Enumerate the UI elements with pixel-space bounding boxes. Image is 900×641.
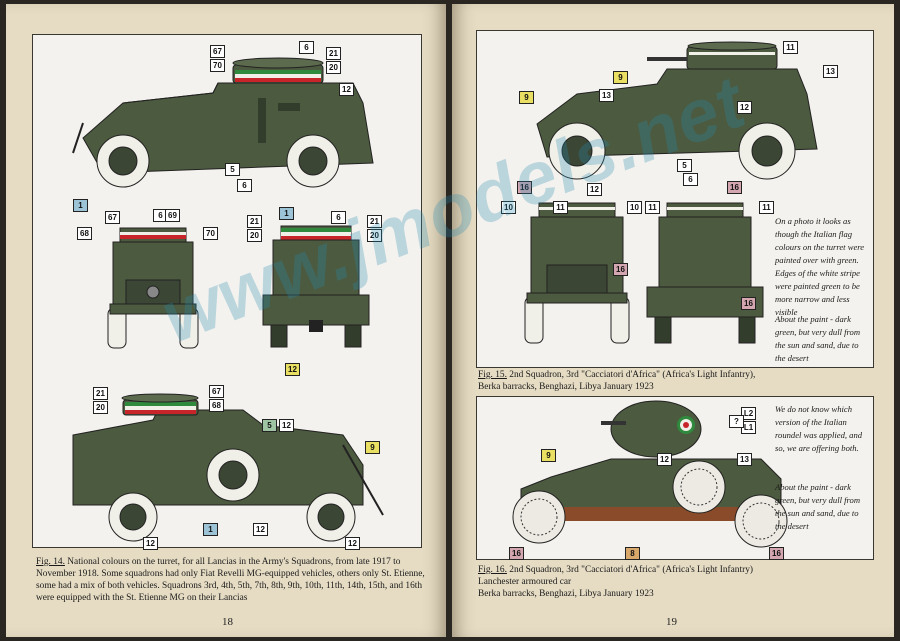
callout-20-rear-b: 20 <box>367 229 382 242</box>
fig15-frame: 11 9 9 13 13 12 5 6 16 16 10 11 12 10 11… <box>476 30 874 368</box>
callout-69: 69 <box>165 209 180 222</box>
fig16-caption: Fig. 16. 2nd Squadron, 3rd "Cacciatori d… <box>478 564 878 600</box>
callout-20-rear: 20 <box>247 229 262 242</box>
fig14-caption-text: National colours on the turret, for all … <box>36 557 425 603</box>
callout-11-rear-b: 11 <box>759 201 774 214</box>
callout-12-bottom-b: 12 <box>253 523 268 536</box>
callout-9: 9 <box>365 441 380 454</box>
callout-12-bottom-c: 12 <box>345 537 360 550</box>
lancia-rear-view <box>262 225 370 348</box>
fig16-lanchester-side <box>512 400 788 548</box>
callout-5-bottom: 5 <box>262 419 277 432</box>
lancia-side-view-bottom <box>72 393 384 542</box>
callout-21-rear: 21 <box>247 215 262 228</box>
callout-16-front: 16 <box>613 263 628 276</box>
fig16-caption-line3: Berka barracks, Benghazi, Libya January … <box>478 589 654 599</box>
callout-12-front: 12 <box>587 183 602 196</box>
callout-67: 67 <box>210 45 225 58</box>
callout-9-fig16: 9 <box>541 449 556 462</box>
callout-6-b: 6 <box>237 179 252 192</box>
fig14-label: Fig. 14. <box>36 557 65 567</box>
lancia-side-view-top <box>72 57 374 188</box>
callout-68: 68 <box>77 227 92 240</box>
callout-11-top: 11 <box>783 41 798 54</box>
callout-8-fig16: 8 <box>625 547 640 560</box>
fig16-caption-line2: Lanchester armoured car <box>478 577 572 587</box>
fig14-caption: Fig. 14. National colours on the turret,… <box>36 556 430 604</box>
callout-6-rear: 6 <box>331 211 346 224</box>
callout-9-fig15: 9 <box>519 91 534 104</box>
fig15-note: On a photo it looks as though the Italia… <box>775 216 865 317</box>
callout-13: 13 <box>599 89 614 102</box>
right-page: 11 9 9 13 13 12 5 6 16 16 10 11 12 10 11… <box>452 4 894 637</box>
callout-6: 6 <box>299 41 314 54</box>
callout-10-rear: 10 <box>627 201 642 214</box>
callout-12-rear: 12 <box>285 363 300 376</box>
page-number-right: 19 <box>666 616 677 628</box>
fig16-frame: L2 L1 ? 9 12 13 16 8 16 We do not know w… <box>476 396 874 560</box>
callout-L2: L2 <box>741 407 756 420</box>
fig16-note: We do not know which version of the Ital… <box>775 404 863 453</box>
callout-67-bottom: 67 <box>209 385 224 398</box>
fig16-caption-line1: 2nd Squadron, 3rd "Cacciatori d'Africa" … <box>509 565 754 575</box>
callout-1-bottom: 1 <box>203 523 218 536</box>
callout-11-rear: 11 <box>645 201 660 214</box>
left-page: 67 70 6 21 20 12 5 6 1 1 67 6 69 68 70 2… <box>6 4 446 637</box>
callout-1: 1 <box>73 199 88 212</box>
callout-12-fig16: 12 <box>657 453 672 466</box>
fig15-caption: Fig. 15. 2nd Squadron, 3rd "Cacciatori d… <box>478 369 878 393</box>
callout-9-fig15-b: 9 <box>613 71 628 84</box>
callout-16-rear: 16 <box>741 297 756 310</box>
callout-16: 16 <box>517 181 532 194</box>
callout-5: 5 <box>225 163 240 176</box>
callout-20-bottom: 20 <box>93 401 108 414</box>
fig14-frame: 67 70 6 21 20 12 5 6 1 1 67 6 69 68 70 2… <box>32 34 422 550</box>
callout-70: 70 <box>210 59 225 72</box>
callout-21: 21 <box>326 47 341 60</box>
callout-12-fig15: 12 <box>737 101 752 114</box>
callout-12: 12 <box>339 83 354 96</box>
page-number-left: 18 <box>222 616 233 628</box>
callout-11-front: 11 <box>553 201 568 214</box>
callout-10: 10 <box>501 201 516 214</box>
callout-20: 20 <box>326 61 341 74</box>
callout-68-bottom: 68 <box>209 399 224 412</box>
callout-21-rear-b: 21 <box>367 215 382 228</box>
fig15-caption-line2: Berka barracks, Benghazi, Libya January … <box>478 382 654 392</box>
callout-16-fig16: 16 <box>509 547 524 560</box>
callout-question: ? <box>729 415 744 428</box>
callout-6-fig15: 6 <box>683 173 698 186</box>
fig15-front-view <box>524 202 630 344</box>
fig15-side-view <box>536 41 818 180</box>
callout-70-front: 70 <box>203 227 218 240</box>
callout-12-bottom-d: 12 <box>143 537 158 550</box>
callout-67-front: 67 <box>105 211 120 224</box>
fig16-label: Fig. 16. <box>478 565 507 575</box>
callout-13-fig16: 13 <box>737 453 752 466</box>
callout-5-fig15: 5 <box>677 159 692 172</box>
fig15-paint-note: About the paint - dark green, but very d… <box>775 314 861 363</box>
callout-1-b: 1 <box>279 207 294 220</box>
callout-16-fig16-b: 16 <box>769 547 784 560</box>
fig16-paint-note: About the paint - dark green, but very d… <box>775 482 861 531</box>
fig15-label: Fig. 15. <box>478 370 507 380</box>
fig15-caption-line1: 2nd Squadron, 3rd "Cacciatori d'Africa" … <box>509 370 756 380</box>
callout-12-bottom: 12 <box>279 419 294 432</box>
lancia-front-view <box>107 227 199 349</box>
fig15-rear-view <box>646 202 764 344</box>
callout-16-b: 16 <box>727 181 742 194</box>
callout-21-bottom: 21 <box>93 387 108 400</box>
callout-13-b: 13 <box>823 65 838 78</box>
callout-L1: L1 <box>741 421 756 434</box>
